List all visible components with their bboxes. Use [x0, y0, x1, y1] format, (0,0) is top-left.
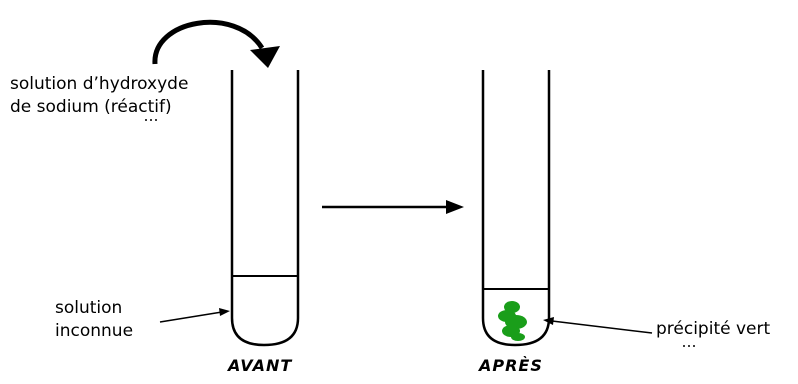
accent-dots-reagent [145, 119, 157, 121]
accent-dots-precipitate [683, 345, 695, 347]
green-precipitate [498, 301, 527, 341]
after-caption: APRÈS [479, 356, 543, 375]
unknown-pointer [159, 311, 223, 323]
unknown-label-line1: solution [55, 298, 123, 318]
precipitate-pointer [551, 320, 653, 334]
test-tube-before [230, 70, 300, 347]
unknown-pointer-head [219, 308, 230, 316]
precipitate-label: précipité vert [656, 319, 771, 339]
pour-arrow [152, 19, 265, 65]
unknown-label-line2: inconnue [55, 321, 134, 341]
pour-arrow-head [250, 46, 280, 68]
reagent-label-line1: solution d’hydroxyde [10, 74, 189, 94]
reaction-arrow-head [446, 200, 464, 214]
precipitate-pointer-head [543, 317, 554, 325]
before-caption: AVANT [228, 356, 293, 375]
reagent-label-line2: de sodium (réactif) [10, 97, 172, 117]
test-tube-after [481, 70, 551, 347]
